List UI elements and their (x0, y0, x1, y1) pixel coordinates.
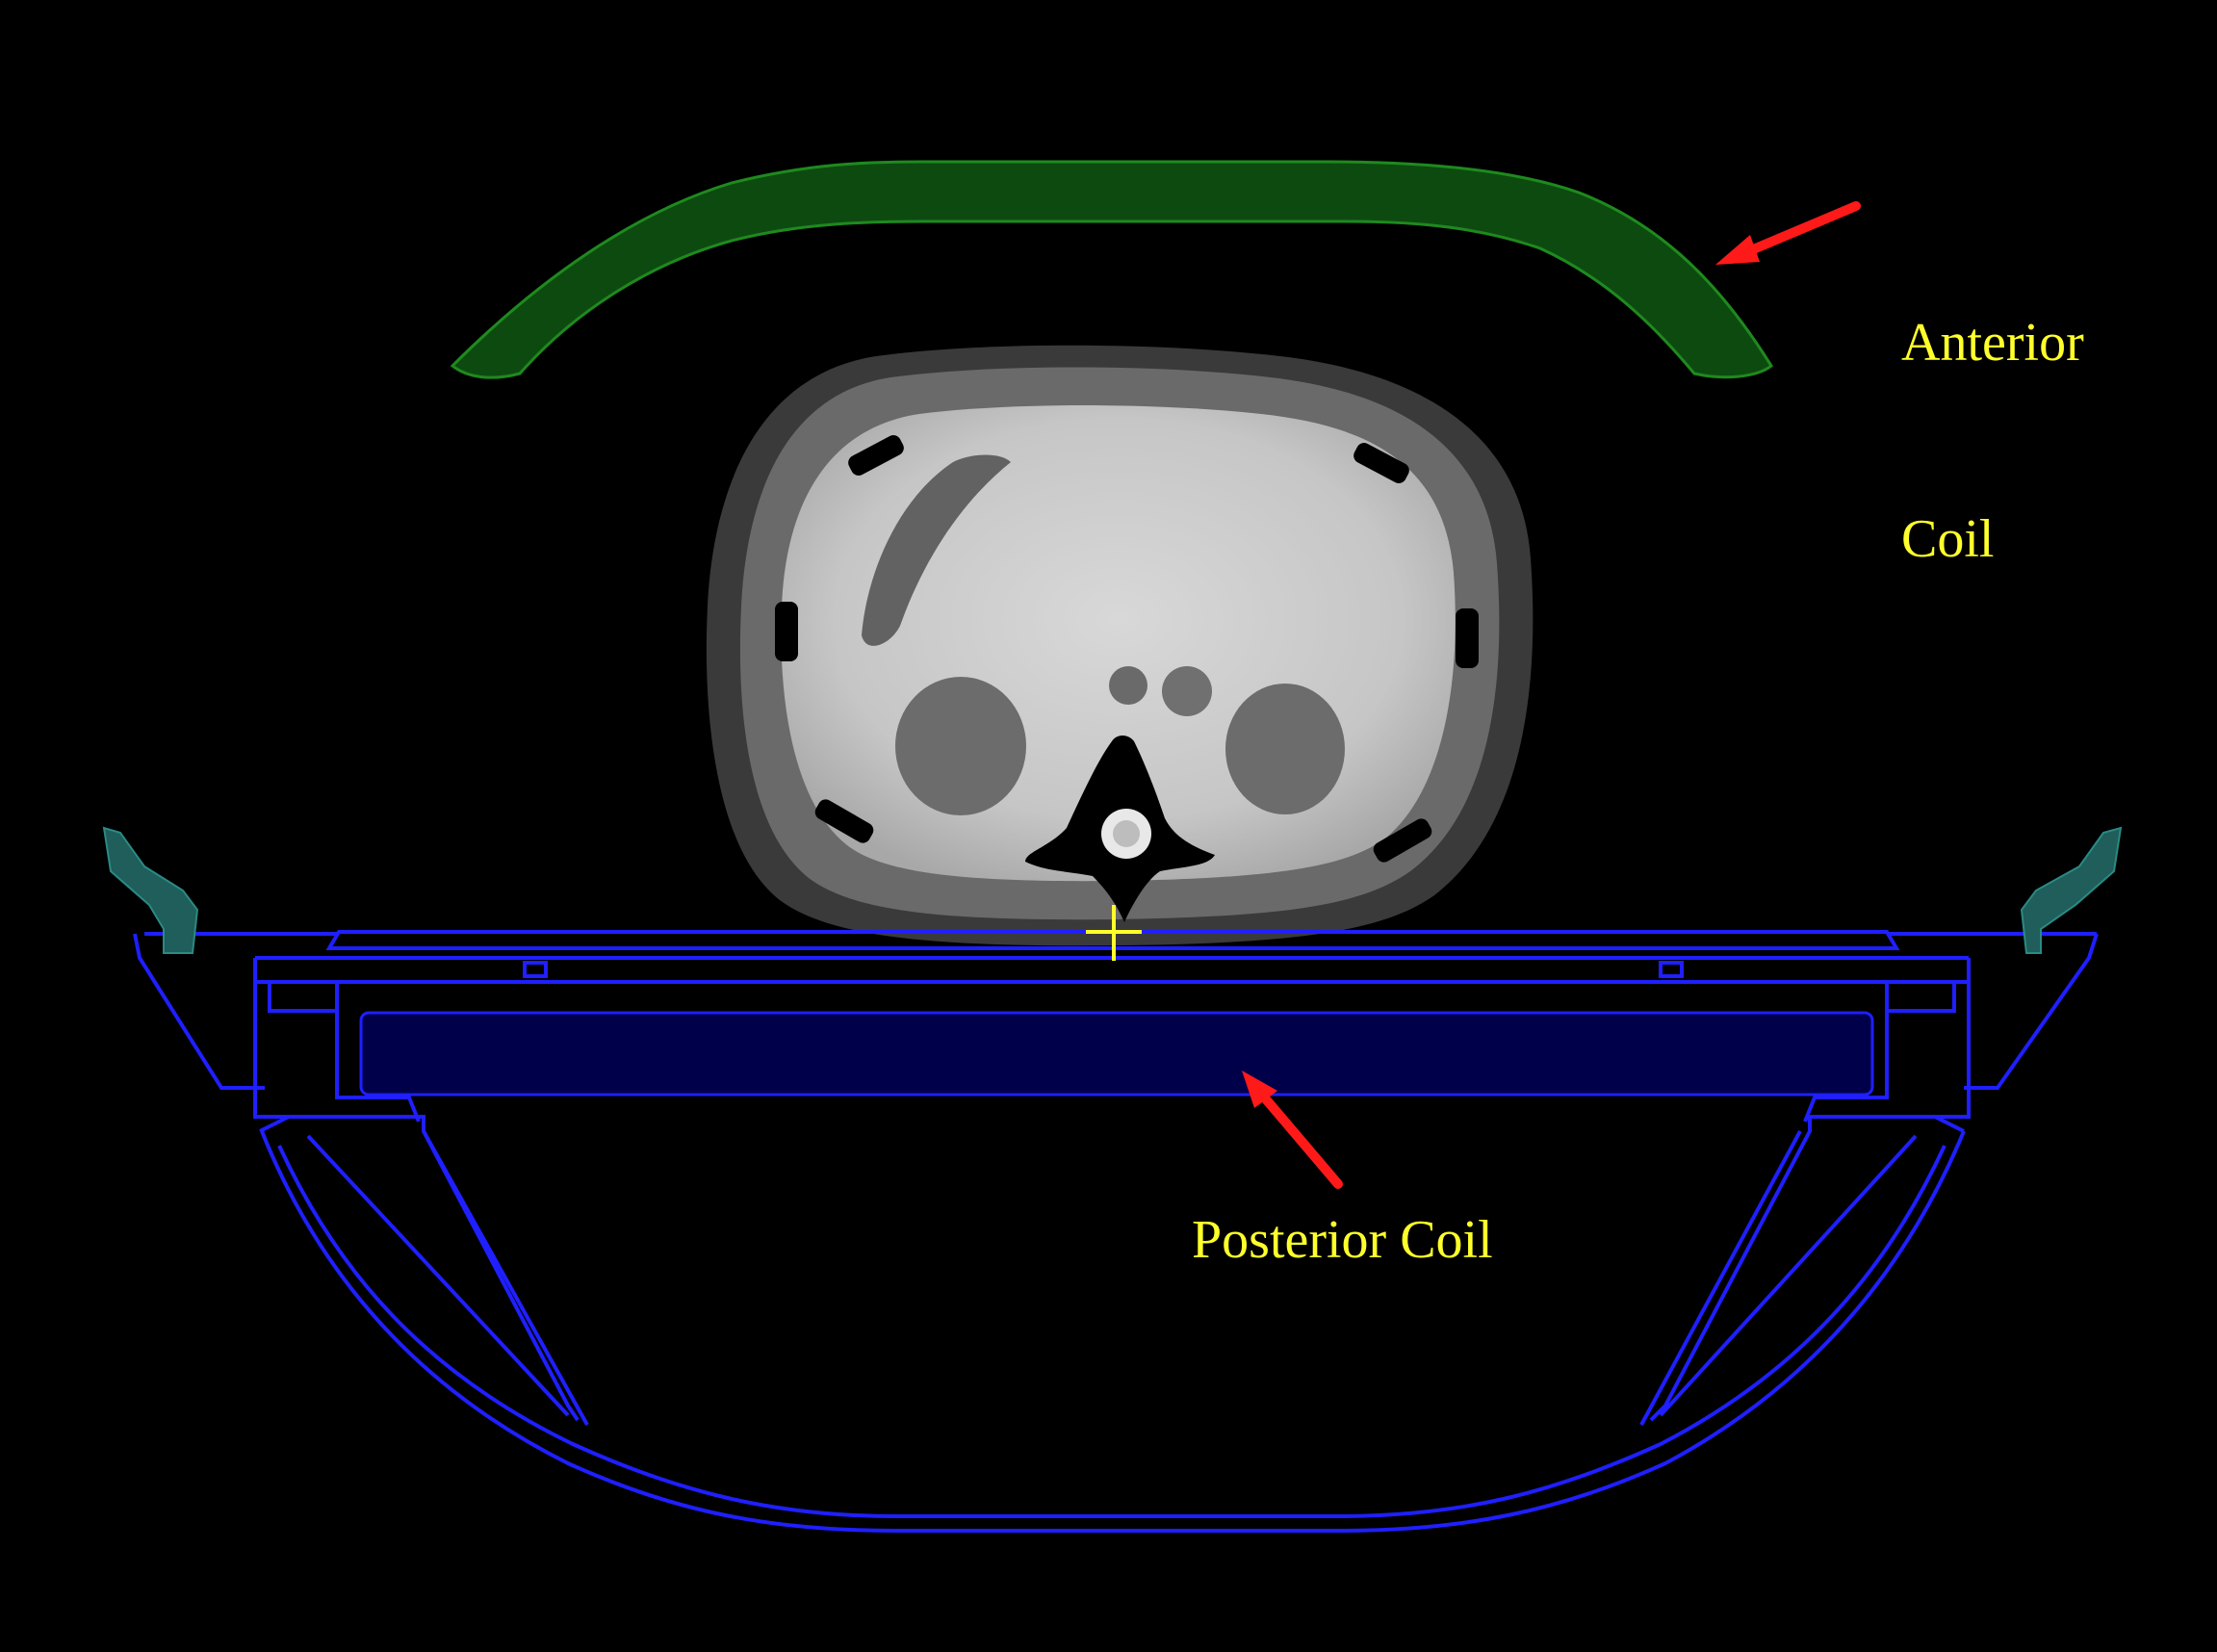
rib-markers (775, 435, 1479, 863)
anterior-coil (450, 160, 1773, 379)
isocenter-crosshair-icon (1086, 905, 1142, 961)
posterior-coil (359, 1011, 1874, 1097)
left-side-clamp (102, 826, 199, 954)
posterior-coil-label: Posterior Coil (1192, 1210, 1493, 1270)
right-kidney (895, 677, 1026, 815)
anterior-coil-label-line1: Anterior (1901, 313, 2084, 373)
aorta (1109, 666, 1147, 705)
anterior-arrow-icon (1715, 201, 1861, 265)
posterior-arrow-icon (1242, 1071, 1343, 1189)
bowel-gas-region (862, 454, 1011, 646)
right-side-clamp (2020, 826, 2123, 954)
vertebral-core (1113, 820, 1140, 847)
vena-cava (1162, 666, 1212, 716)
patient-ct-slice (706, 345, 1534, 946)
anterior-coil-label-line2: Coil (1901, 509, 1995, 569)
left-kidney (1225, 684, 1345, 814)
anterior-coil-label: Anterior Coil (1901, 179, 2084, 637)
